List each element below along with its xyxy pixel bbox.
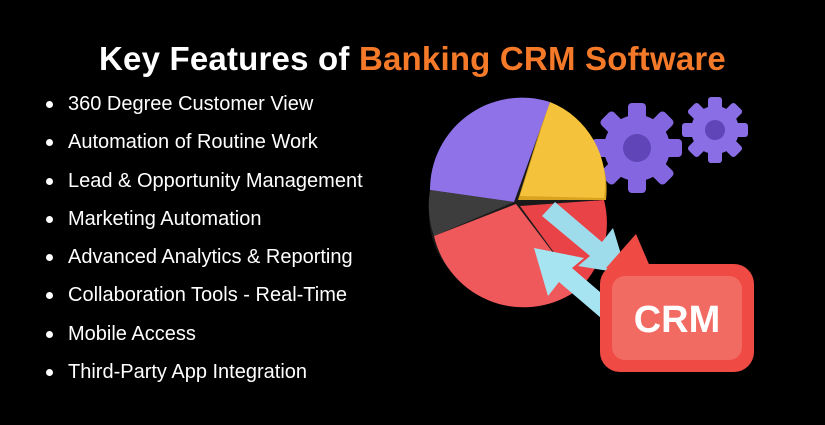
crm-badge-icon: CRM <box>600 234 754 372</box>
gear-icon <box>682 97 748 163</box>
feature-item: Mobile Access <box>44 318 363 356</box>
feature-item: Automation of Routine Work <box>44 126 363 164</box>
feature-item: Marketing Automation <box>44 203 363 241</box>
gear-icon <box>592 103 682 193</box>
feature-item: Advanced Analytics & Reporting <box>44 241 363 279</box>
crm-illustration: CRM <box>428 97 754 372</box>
feature-item: Lead & Opportunity Management <box>44 165 363 203</box>
crm-badge-label: CRM <box>634 299 721 341</box>
title-highlight: Banking CRM Software <box>358 40 726 78</box>
page-title: Key Features of Banking CRM Software <box>0 40 825 78</box>
title-prefix: Key Features of <box>99 40 359 78</box>
feature-item: Third-Party App Integration <box>44 356 363 394</box>
feature-item: 360 Degree Customer View <box>44 88 363 126</box>
feature-list: 360 Degree Customer View Automation of R… <box>44 88 363 394</box>
feature-item: Collaboration Tools - Real-Time <box>44 279 363 317</box>
swap-arrows-icon <box>534 202 627 324</box>
pie-chart-icon <box>428 97 607 308</box>
